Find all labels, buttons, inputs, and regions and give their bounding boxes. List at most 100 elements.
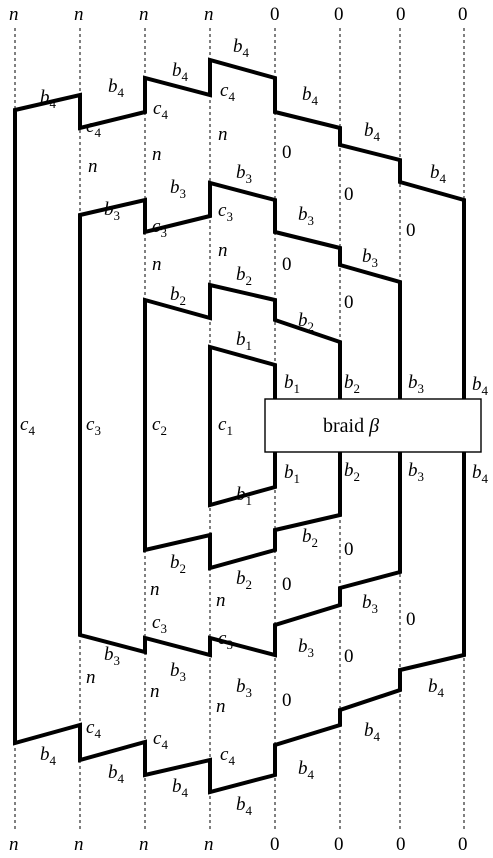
label-b3-top-3: b3 <box>236 162 252 186</box>
col-bottom-7: 0 <box>396 834 406 855</box>
label-b2-top-3: b2 <box>298 310 314 334</box>
label-n-r4-1: n <box>86 667 96 688</box>
label-z-r3-2: 0 <box>282 574 292 595</box>
label-b3-bot-5: b3 <box>236 676 252 700</box>
label-b4-top-3: b4 <box>172 60 189 84</box>
label-c3-bot-2: c3 <box>218 628 233 652</box>
col-top-2: n <box>74 4 84 25</box>
label-b2-top-2: b2 <box>236 264 252 288</box>
label-n-r2-1: n <box>152 254 162 275</box>
label-b3-top-4: b3 <box>298 204 314 228</box>
col-bottom-1: n <box>9 834 19 855</box>
col-bottom-8: 0 <box>458 834 468 855</box>
col-top-1: n <box>9 4 19 25</box>
label-c4-bot-3: c4 <box>220 744 235 768</box>
label-b3-top-1: b3 <box>104 199 120 223</box>
label-b2-mid-top: b2 <box>344 372 360 396</box>
label-b1-mid-top: b1 <box>284 372 300 396</box>
label-z-r2-1: 0 <box>282 254 292 275</box>
label-c3-left: c3 <box>86 414 101 438</box>
label-b2-mid-bot: b2 <box>344 460 360 484</box>
label-b4-bot-1: b4 <box>428 676 445 700</box>
curves <box>13 57 466 795</box>
label-b3-mid-bot: b3 <box>408 460 424 484</box>
label-b2-bot-3: b2 <box>236 568 252 592</box>
label-z-r1-1: 0 <box>282 142 292 163</box>
label-c3-top-2: c3 <box>218 200 233 224</box>
label-b4-bot-6: b4 <box>172 776 189 800</box>
col-top-8: 0 <box>458 4 468 25</box>
col-top-3: n <box>139 4 149 25</box>
label-z-r4-3: 0 <box>282 690 292 711</box>
col-bottom-4: n <box>204 834 214 855</box>
col-top-6: 0 <box>334 4 344 25</box>
label-b4-top-7: b4 <box>430 162 447 186</box>
label-z-r2-2: 0 <box>344 292 354 313</box>
label-b4-bot-4: b4 <box>40 744 57 768</box>
label-b4-bot-3: b4 <box>298 758 315 782</box>
label-c2-left: c2 <box>152 414 167 438</box>
label-z-r4-2: 0 <box>344 646 354 667</box>
braid-box-label: braid β <box>323 415 379 437</box>
label-c4-left: c4 <box>20 414 35 438</box>
label-n-r4-3: n <box>216 696 226 717</box>
label-z-r3-1: 0 <box>344 539 354 560</box>
label-n-r1-2: n <box>152 144 162 165</box>
curve-4 <box>13 57 466 795</box>
label-b4-top-1: b4 <box>40 87 57 111</box>
col-bottom-6: 0 <box>334 834 344 855</box>
label-b4-bot-5: b4 <box>108 762 125 786</box>
label-b2-bot-1: b2 <box>302 526 318 550</box>
label-b4-top-2: b4 <box>108 76 125 100</box>
label-c4-bot-1: c4 <box>86 717 101 741</box>
braid-box: braid β <box>264 398 482 453</box>
col-top-4: n <box>204 4 214 25</box>
label-n-r4-2: n <box>150 681 160 702</box>
label-c1-left: c1 <box>218 414 233 438</box>
label-b3-top-5: b3 <box>362 246 378 270</box>
curve-2 <box>143 282 342 571</box>
curve-3 <box>78 180 402 658</box>
label-n-r3-1: n <box>150 579 160 600</box>
col-bottom-3: n <box>139 834 149 855</box>
col-top-7: 0 <box>396 4 406 25</box>
label-c3-top-1: c3 <box>152 216 167 240</box>
label-b3-bot-1: b3 <box>362 592 378 616</box>
label-b4-top-5: b4 <box>302 84 319 108</box>
label-n-r3-2: n <box>216 590 226 611</box>
label-b4-bot-7: b4 <box>236 794 253 818</box>
col-bottom-2: n <box>74 834 84 855</box>
column-labels-top: n n n n 0 0 0 0 <box>9 4 468 25</box>
label-b4-mid-top: b4 <box>472 374 489 398</box>
curve-1 <box>208 344 277 508</box>
col-bottom-5: 0 <box>270 834 280 855</box>
label-b3-bot-3: b3 <box>104 644 120 668</box>
column-labels-bottom: n n n n 0 0 0 0 <box>9 834 468 855</box>
label-b4-bot-2: b4 <box>364 720 381 744</box>
label-n-r2-2: n <box>218 240 228 261</box>
label-c4-top-2: c4 <box>153 98 168 122</box>
braid-symbol: β <box>368 415 379 437</box>
label-z-r1-3: 0 <box>406 220 416 241</box>
label-b2-top-1: b2 <box>170 284 186 308</box>
col-top-5: 0 <box>270 4 280 25</box>
label-b4-mid-bot: b4 <box>472 462 489 486</box>
label-n-r1-1: n <box>88 156 98 177</box>
label-c4-top-3: c4 <box>220 80 235 104</box>
label-b1-top-1: b1 <box>236 329 252 353</box>
label-n-r1-3: n <box>218 124 228 145</box>
label-b1-bot-1: b1 <box>236 484 252 508</box>
label-b4-top-6: b4 <box>364 120 381 144</box>
label-b1-mid-bot: b1 <box>284 462 300 486</box>
label-c4-top-1: c4 <box>86 116 101 140</box>
braid-word: braid <box>323 415 369 437</box>
label-c3-bot-1: c3 <box>152 612 167 636</box>
label-z-r1-2: 0 <box>344 184 354 205</box>
label-b3-top-2: b3 <box>170 177 186 201</box>
label-b3-bot-2: b3 <box>298 636 314 660</box>
label-z-r4-1: 0 <box>406 609 416 630</box>
label-b3-mid-top: b3 <box>408 372 424 396</box>
